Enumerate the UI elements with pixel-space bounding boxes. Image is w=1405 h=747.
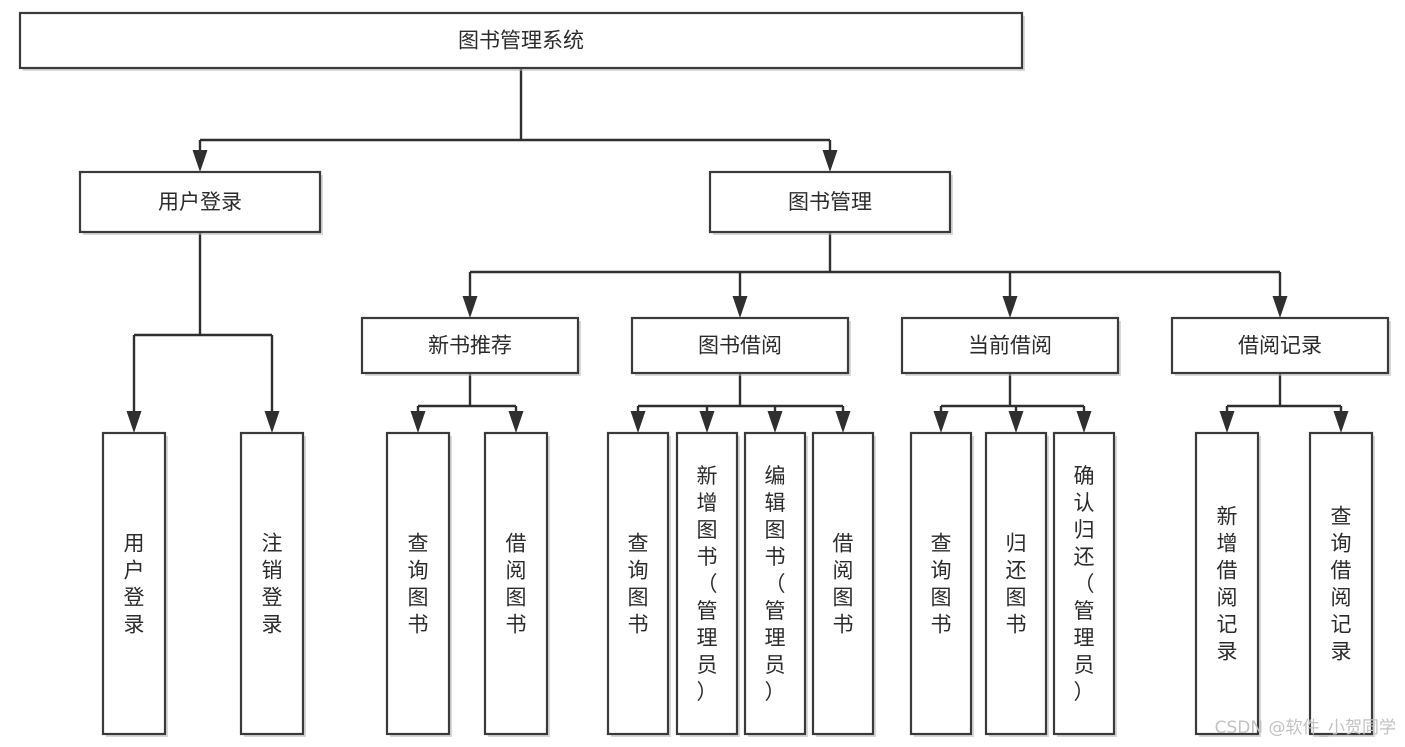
arrow-head-icon (410, 411, 426, 433)
arrow-head-icon (732, 296, 748, 318)
node-label: 确认归还（管理员） (1074, 464, 1095, 704)
node-label: 当前借阅 (968, 334, 1052, 358)
node-new-book-recommend[interactable]: 新书推荐 (360, 316, 581, 376)
connector-layer (126, 68, 1349, 433)
arrow-head-icon (1076, 411, 1092, 433)
node-rect[interactable] (984, 431, 1048, 736)
node-record-query[interactable]: 查询借阅记录 (1308, 431, 1375, 737)
node-book-borrow[interactable]: 图书借阅 (630, 316, 851, 376)
watermark-text: CSDN @软件_小贺同学 (1215, 718, 1396, 738)
node-recommend-query-book[interactable]: 查询图书 (385, 431, 452, 737)
node-rect[interactable] (1052, 431, 1116, 736)
arrow-head-icon (508, 411, 524, 433)
node-user-login-leaf[interactable]: 用户登录 (101, 431, 168, 737)
arrow-head-icon (462, 296, 478, 318)
arrow-head-icon (1272, 296, 1288, 318)
arrow-head-icon (192, 150, 208, 172)
node-layer: 图书管理系统用户登录用户登录注销登录图书管理新书推荐查询图书借阅图书图书借阅查询… (18, 11, 1391, 737)
arrow-head-icon (1219, 411, 1235, 433)
node-rect[interactable] (1170, 316, 1390, 375)
node-rect[interactable] (78, 170, 322, 234)
node-label: 借阅图书 (506, 532, 527, 637)
node-rect[interactable] (909, 431, 973, 736)
node-label: 用户登录 (158, 190, 242, 214)
node-book-manage[interactable]: 图书管理 (708, 170, 953, 235)
node-label: 新增借阅记录 (1217, 505, 1238, 664)
node-rect[interactable] (630, 316, 850, 375)
node-borrow-query-book[interactable]: 查询图书 (606, 431, 671, 737)
node-label: 新书推荐 (428, 334, 512, 358)
node-current-return-book[interactable]: 归还图书 (984, 431, 1049, 737)
arrow-head-icon (630, 411, 646, 433)
node-label: 查询图书 (408, 532, 429, 637)
node-label: 查询图书 (628, 532, 649, 637)
node-rect[interactable] (708, 170, 952, 234)
arrow-head-icon (822, 150, 838, 172)
node-borrow-edit-book[interactable]: 编辑图书（管理员） (743, 431, 808, 737)
arrow-head-icon (1333, 411, 1349, 433)
node-rect[interactable] (743, 431, 807, 736)
node-rect[interactable] (239, 431, 305, 736)
node-label: 查询图书 (931, 532, 952, 637)
arrow-head-icon (264, 411, 280, 433)
node-label: 新增图书（管理员） (697, 464, 718, 704)
node-user-login[interactable]: 用户登录 (78, 170, 323, 235)
node-rect[interactable] (900, 316, 1120, 375)
node-label: 借阅图书 (833, 532, 854, 637)
node-user-logout-leaf[interactable]: 注销登录 (239, 431, 306, 737)
node-root[interactable]: 图书管理系统 (18, 11, 1025, 71)
node-current-query-book[interactable]: 查询图书 (909, 431, 974, 737)
arrow-head-icon (699, 411, 715, 433)
arrow-head-icon (933, 411, 949, 433)
arrow-head-icon (835, 411, 851, 433)
node-label: 编辑图书（管理员） (765, 464, 786, 704)
node-rect[interactable] (1194, 431, 1260, 736)
node-borrow-borrow-book[interactable]: 借阅图书 (811, 431, 876, 737)
node-label: 注销登录 (262, 532, 283, 637)
node-rect[interactable] (483, 431, 549, 736)
node-rect[interactable] (18, 11, 1024, 70)
node-record-add[interactable]: 新增借阅记录 (1194, 431, 1261, 737)
node-borrow-add-book[interactable]: 新增图书（管理员） (675, 431, 740, 737)
arrow-head-icon (767, 411, 783, 433)
node-rect[interactable] (675, 431, 739, 736)
arrow-head-icon (126, 411, 142, 433)
node-borrow-record[interactable]: 借阅记录 (1170, 316, 1391, 376)
node-rect[interactable] (1308, 431, 1374, 736)
node-current-borrow[interactable]: 当前借阅 (900, 316, 1121, 376)
node-label: 用户登录 (124, 532, 145, 637)
node-label: 图书管理 (788, 190, 872, 214)
node-label: 图书借阅 (698, 334, 782, 358)
node-recommend-borrow-book[interactable]: 借阅图书 (483, 431, 550, 737)
node-label: 查询借阅记录 (1331, 505, 1352, 664)
node-label: 借阅记录 (1238, 334, 1322, 358)
arrow-head-icon (1008, 411, 1024, 433)
node-rect[interactable] (360, 316, 580, 375)
node-current-confirm-return[interactable]: 确认归还（管理员） (1052, 431, 1117, 737)
node-rect[interactable] (101, 431, 167, 736)
node-label: 图书管理系统 (458, 29, 584, 53)
arrow-head-icon (1002, 296, 1018, 318)
node-rect[interactable] (606, 431, 670, 736)
node-label: 归还图书 (1006, 532, 1027, 637)
node-rect[interactable] (811, 431, 875, 736)
node-rect[interactable] (385, 431, 451, 736)
